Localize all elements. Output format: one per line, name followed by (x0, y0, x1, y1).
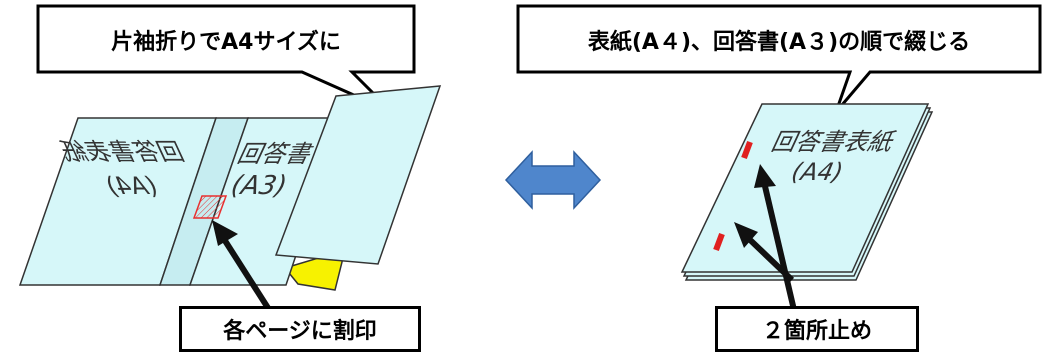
double-arrow-icon (504, 150, 602, 210)
staple-bottom-icon (713, 232, 725, 252)
left-callout-text: 片袖折りでA4サイズに (111, 29, 341, 55)
right-callout-text: 表紙(A４)、回答書(A３)の順で綴じる (588, 29, 970, 55)
folded-flap (274, 85, 442, 265)
right-callout: 表紙(A４)、回答書(A３)の順で綴じる (516, 4, 1042, 113)
stamp-pointer-arrow (212, 220, 271, 310)
staple-top-icon (741, 140, 753, 160)
answer-size: (A3) (228, 171, 289, 201)
right-callout-bubble (516, 4, 1042, 113)
seal-stamp-icon (192, 195, 228, 219)
left-sheet: 回答書表紙 (A4) 回答書 (A3) (18, 85, 442, 291)
bottom-right-label-text: ２箇所止め (761, 319, 872, 344)
bottom-left-label-text: 各ページに割印 (223, 319, 377, 344)
cover-size-mirrored: (A4) (103, 171, 159, 200)
answer-title: 回答書 (235, 139, 316, 168)
booklet-size: (A4) (789, 157, 845, 186)
bottom-left-label: 各ページに割印 (179, 306, 421, 352)
left-callout: 片袖折りでA4サイズに (36, 4, 416, 114)
booklet-title: 回答書表紙 (769, 127, 899, 156)
cover-title-mirrored: 回答書表紙 (58, 137, 188, 166)
right-booklet: 回答書表紙 (A4) (680, 103, 934, 281)
bottom-right-label: ２箇所止め (715, 306, 919, 352)
staple-pointer-arrows (734, 164, 797, 311)
